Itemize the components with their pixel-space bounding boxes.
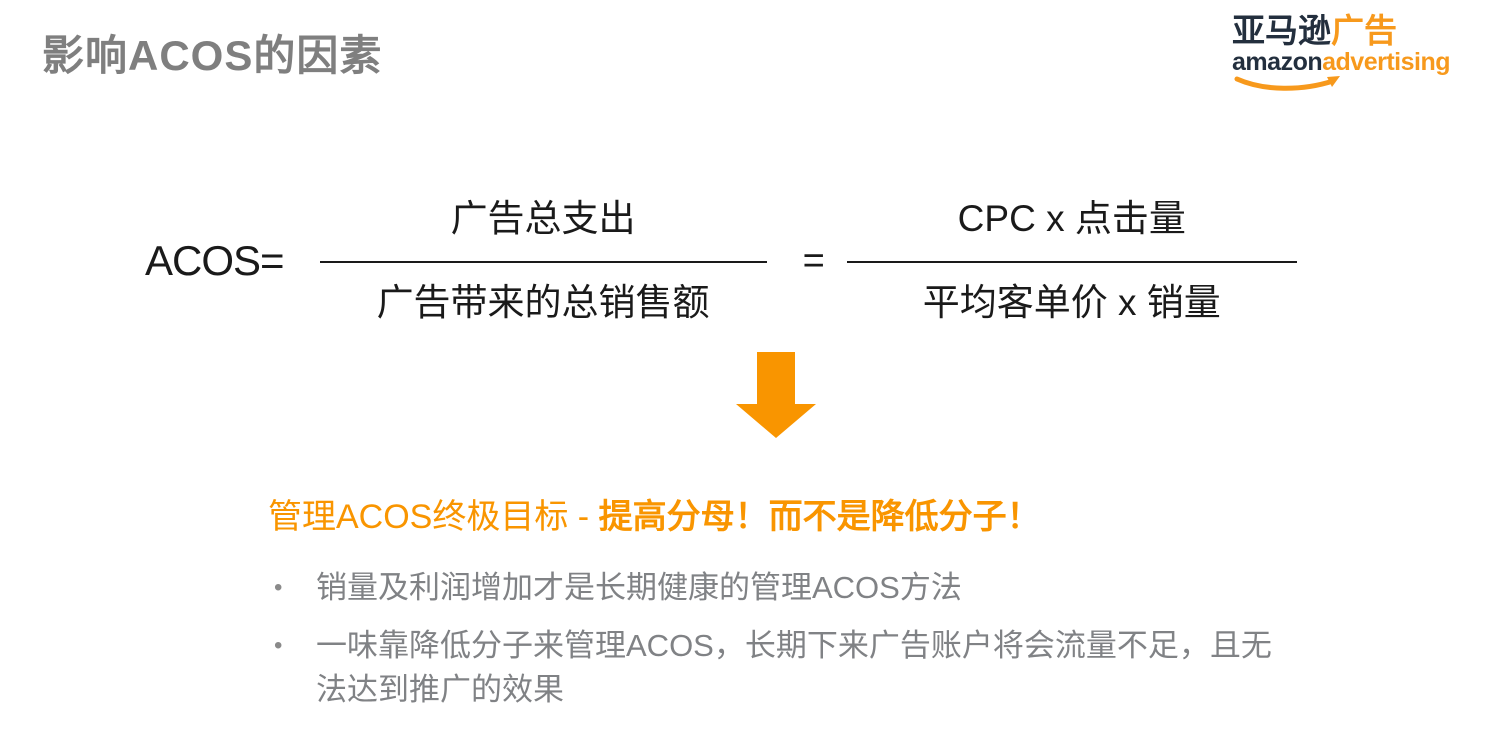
equals-sign: = [802, 239, 825, 282]
bullet-text: 销量及利润增加才是长期健康的管理ACOS方法 [316, 570, 962, 605]
bullet-dot: • [274, 574, 283, 601]
bullet-item: • 销量及利润增加才是长期健康的管理ACOS方法 [274, 566, 1322, 610]
fraction-numerator: 广告总支出 [450, 198, 636, 239]
fraction-numerator: CPC x 点击量 [957, 198, 1186, 239]
goal-heading: 管理ACOS终极目标 - 提高分母！而不是降低分子！ [268, 489, 1041, 538]
page-title: 影响ACOS的因素 [42, 32, 383, 79]
goal-prefix: 管理ACOS终极目标 - [268, 498, 599, 536]
down-arrow-icon [736, 352, 816, 438]
bullet-text: 一味靠降低分子来管理ACOS，长期下来广告账户将会流量不足，且无 法达到推广的效… [316, 628, 1272, 707]
fraction-denominator: 平均客单价 x 销量 [922, 282, 1221, 323]
fraction-bar [319, 261, 767, 263]
fraction-denominator: 广告带来的总销售额 [376, 282, 710, 323]
logo-en-amazon: amazon [1232, 48, 1323, 76]
bullet-dot: • [274, 632, 283, 659]
logo-cn-advertising: 广告 [1331, 12, 1398, 49]
acos-formula: ACOS= 广告总支出 广告带来的总销售额 = CPC x 点击量 平均客单价 … [145, 196, 1297, 326]
fraction-spend-over-sales: 广告总支出 广告带来的总销售额 [319, 196, 767, 326]
bullet-item: • 一味靠降低分子来管理ACOS，长期下来广告账户将会流量不足，且无 法达到推广… [274, 624, 1322, 712]
logo-text-english: amazonadvertising [1232, 48, 1450, 91]
logo-text-chinese: 亚马逊广告 [1232, 14, 1450, 47]
amazon-advertising-logo: 亚马逊广告 amazonadvertising [1232, 14, 1450, 91]
goal-emphasis: 提高分母！而不是降低分子！ [598, 498, 1041, 536]
formula-label: ACOS= [145, 237, 285, 284]
fraction-bar [846, 261, 1297, 263]
fraction-cpc-over-price: CPC x 点击量 平均客单价 x 销量 [846, 196, 1297, 326]
logo-cn-amazon: 亚马逊 [1232, 12, 1332, 49]
logo-en-advertising: advertising [1322, 48, 1450, 76]
amazon-smile-icon [1234, 76, 1341, 91]
bullet-list: • 销量及利润增加才是长期健康的管理ACOS方法 • 一味靠降低分子来管理ACO… [274, 566, 1322, 726]
